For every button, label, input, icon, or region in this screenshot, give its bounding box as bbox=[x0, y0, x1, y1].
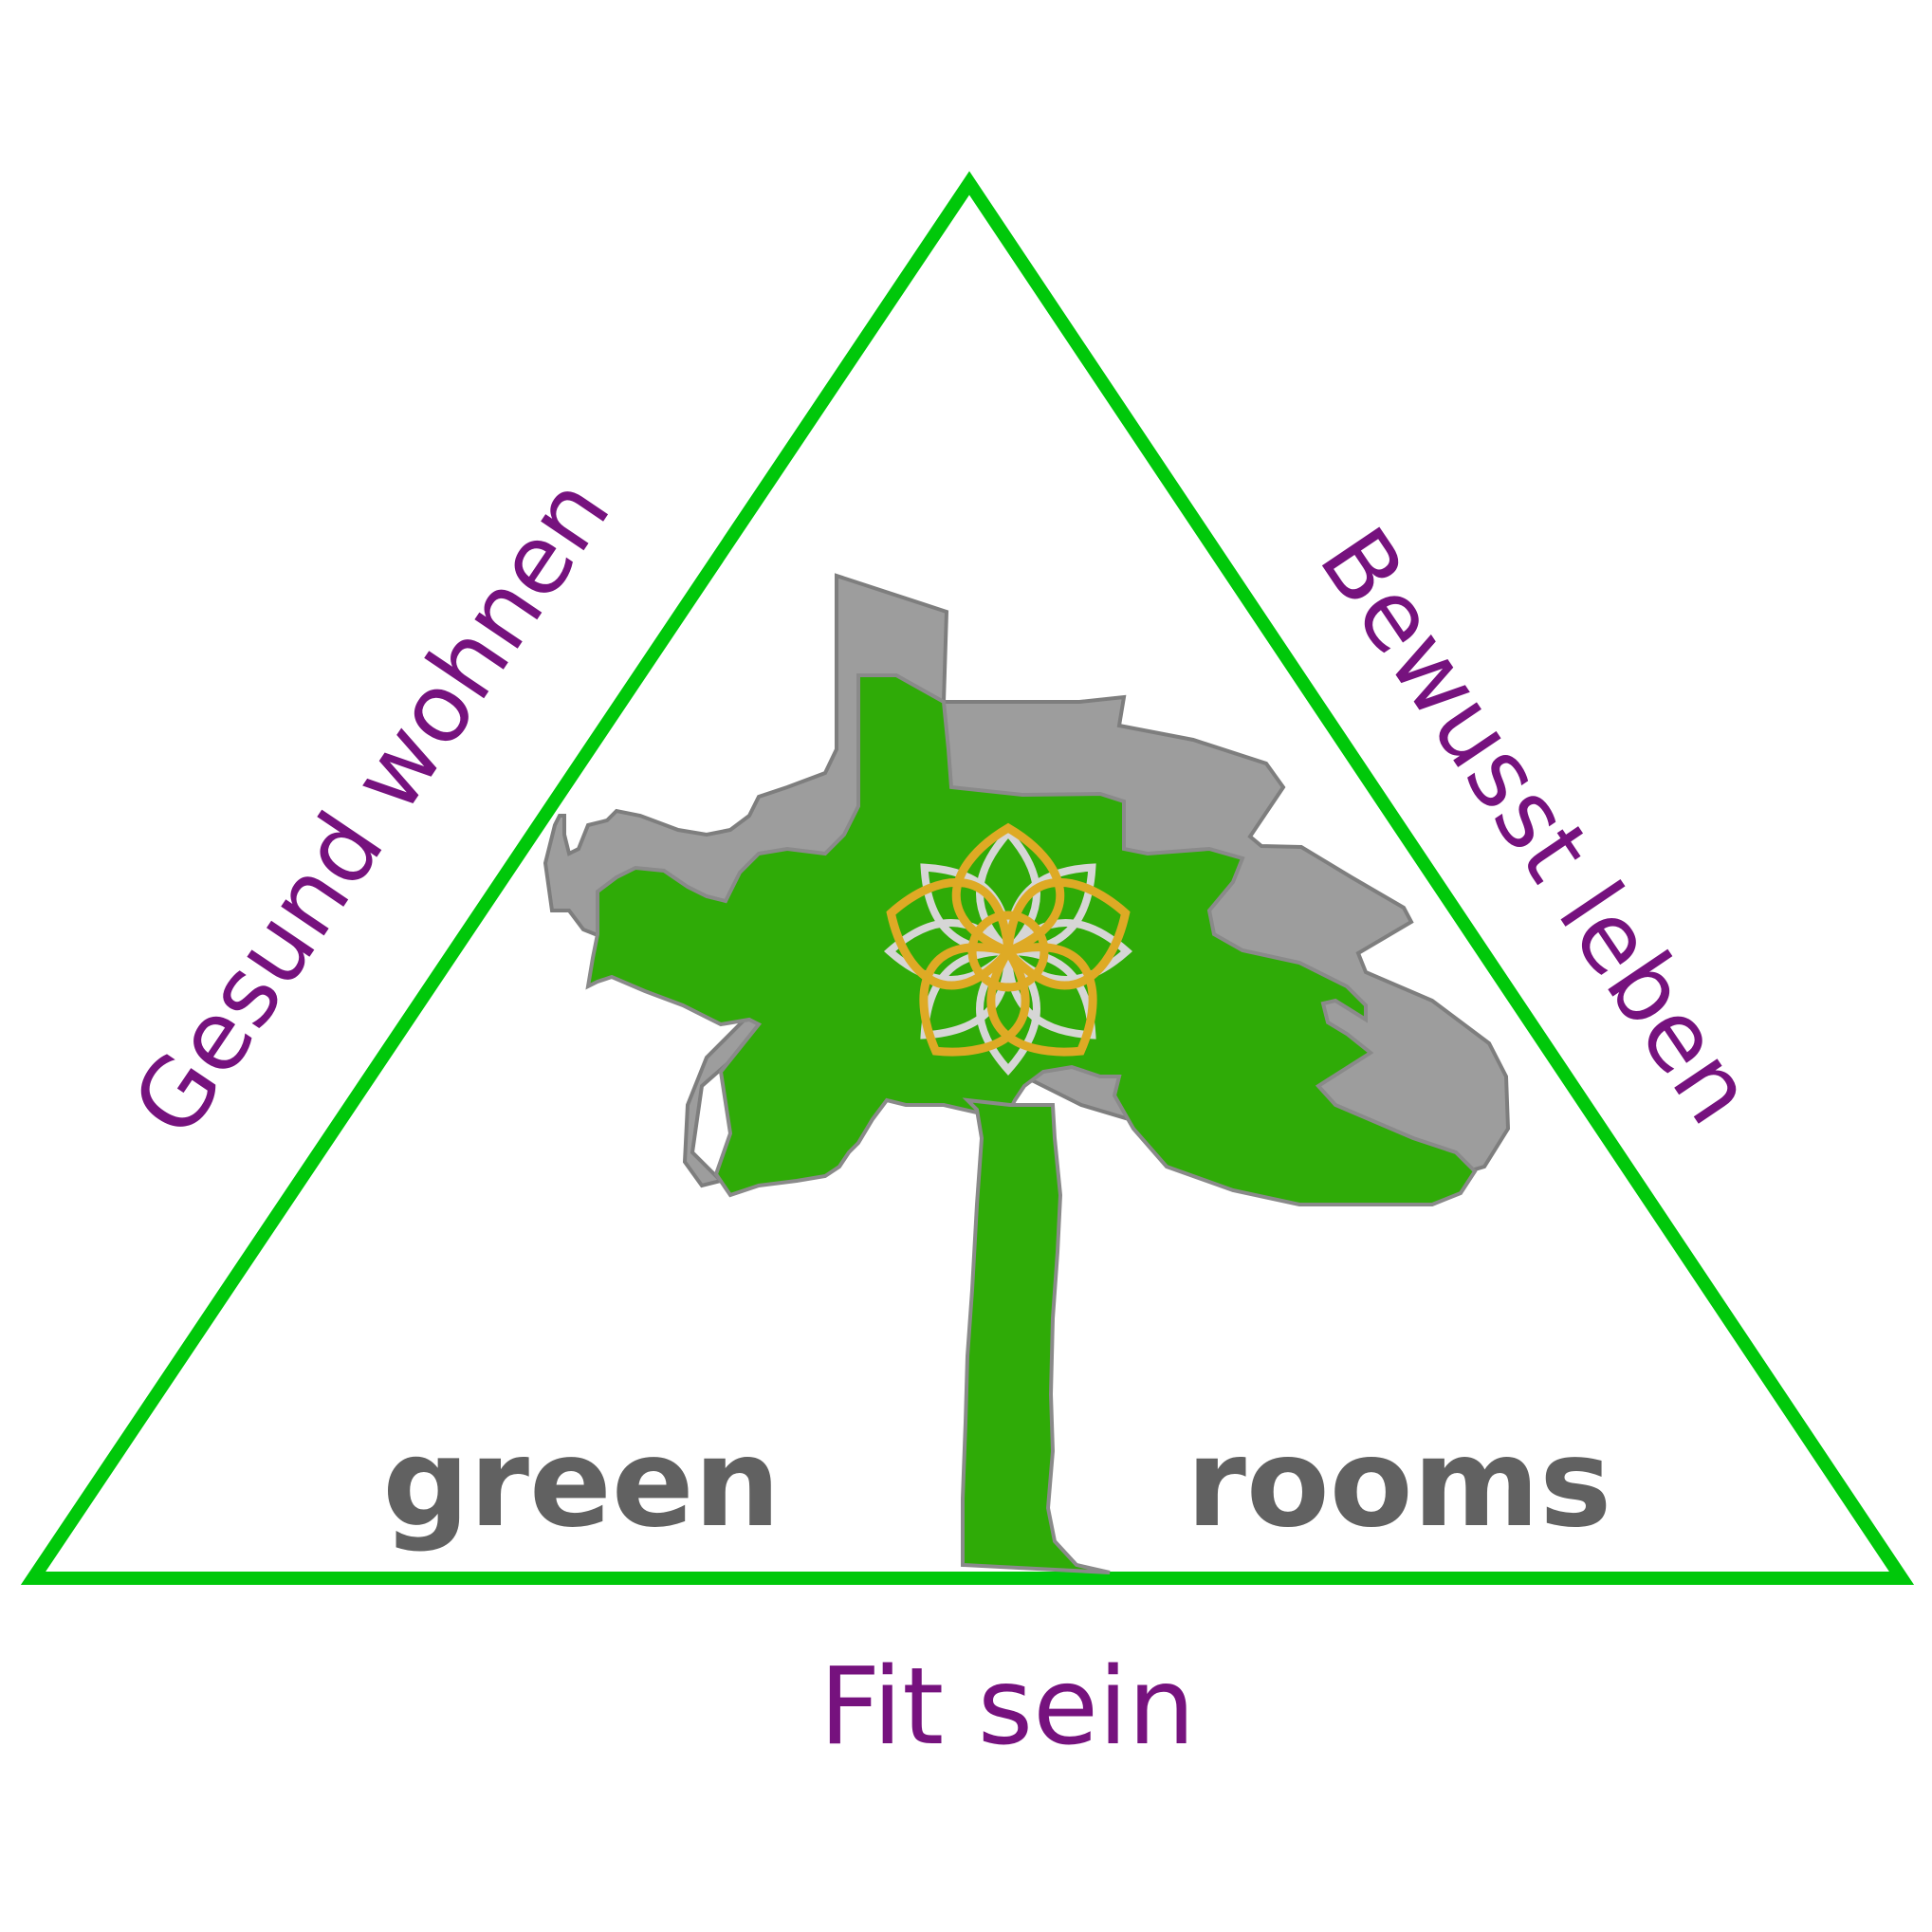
flower-of-life-icon bbox=[883, 822, 1133, 1076]
label-bottom: Fit sein bbox=[819, 1646, 1195, 1769]
tree-trunk-icon bbox=[961, 1097, 1111, 1574]
brand-word-green: green bbox=[382, 1413, 781, 1555]
triangle-outline bbox=[20, 171, 1915, 1585]
brand-word-rooms: rooms bbox=[1187, 1413, 1612, 1555]
